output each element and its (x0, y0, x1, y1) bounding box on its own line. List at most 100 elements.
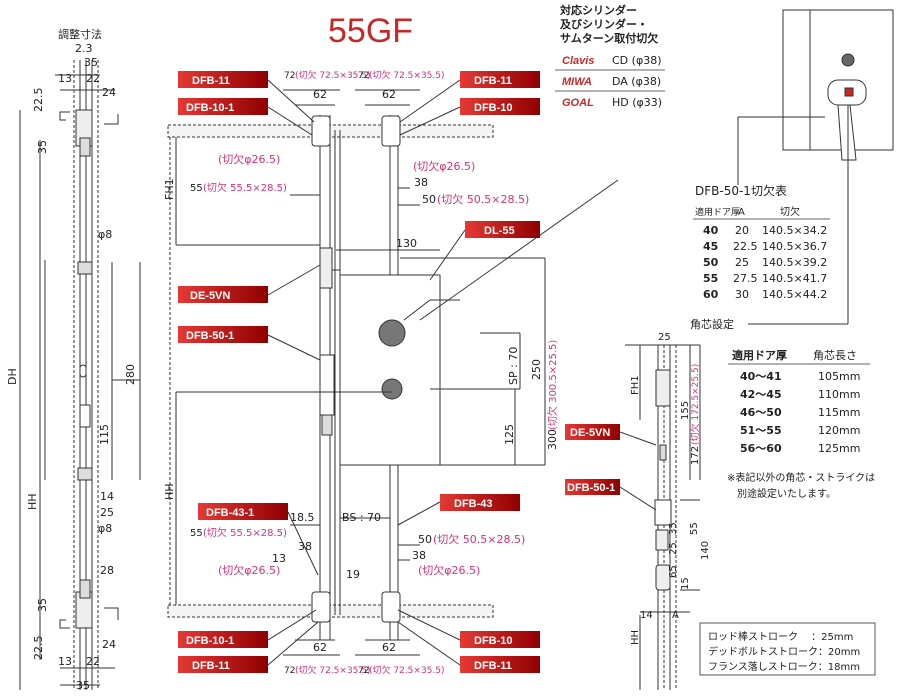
dim-50-top: 50 (422, 193, 436, 206)
dim-fh1-center: FH1 (163, 178, 176, 200)
cut-row-cut: 140.5×36.7 (762, 240, 827, 253)
dim-2-3: 2.3 (75, 42, 93, 55)
dim-hh-center: HH (163, 483, 176, 500)
dim-dh: DH (6, 368, 19, 385)
tag-dfb11-top-right: DFB-11 (460, 71, 540, 88)
dim-25-right-top: 25 (658, 332, 671, 343)
dim-22-bottom: 22 (86, 655, 100, 668)
dim-15-right: 15 (680, 577, 691, 590)
tag-dfb101-top-left: DFB-10-1 (178, 98, 268, 115)
adjust-dim-header: 調整寸法 (58, 27, 102, 41)
tag-label: DE-5VN (190, 290, 230, 302)
tag-dfb11-bottom-right: DFB-11 (460, 656, 540, 673)
tag-label: DFB-11 (192, 75, 230, 87)
spindle-row-length: 125mm (818, 442, 860, 455)
stroke-note-flush: フランス落しストローク：18mm (708, 661, 860, 673)
brand-miwa: MIWA (562, 76, 592, 88)
cut-row-a: 20 (735, 224, 749, 237)
tag-dfb10-top-right: DFB-10 (460, 98, 540, 115)
tag-dfb11-bottom-left: DFB-11 (178, 656, 268, 673)
spindle-length-table: 適用ドア厚 角芯長さ 40〜41 105mm 42〜45 110mm 46〜50… (727, 348, 875, 500)
spindle-row-length: 115mm (818, 406, 860, 419)
dim-72-bottom-left-cut: (切欠 72.5×35.5) (295, 664, 371, 676)
dim-72-top-left: 72 (284, 71, 295, 81)
dim-72-top-right-cut: (切欠 72.5×35.5) (369, 69, 445, 81)
dim-172-right: 172 (690, 446, 701, 465)
dim-115: 115 (98, 424, 111, 445)
spindle-note-1: ※表記以外の角芯・ストライクは (727, 471, 875, 484)
dim-24-bottom: 24 (102, 638, 116, 651)
cut-row-a: 25 (735, 256, 749, 269)
dim-155-right: 155 (680, 401, 691, 420)
dim-72-bottom-right: 72 (358, 666, 369, 676)
tag-label: DFB-50-1 (567, 482, 615, 494)
dim-55-top-cut: (切欠 55.5×28.5) (203, 181, 287, 194)
tag-dfb501: DFB-50-1 (178, 326, 268, 343)
dim-28-left: 28 (100, 564, 114, 577)
cut-row-cut: 140.5×34.2 (762, 224, 827, 237)
cylinder-heading-1: 対応シリンダー (559, 3, 637, 17)
dim-cut-26-5-top-left: (切欠φ26.5) (218, 152, 280, 166)
cut-row-door: 45 (703, 240, 718, 253)
dim-14-left: 14 (100, 490, 114, 503)
dim-22-5-bottom: 22.5 (32, 636, 45, 661)
dim-cut-26-5-bottom-right: (切欠φ26.5) (418, 563, 480, 577)
dim-phi8-top: φ8 (98, 228, 112, 241)
dim-a-right: A (672, 610, 679, 621)
left-side-view (19, 60, 141, 690)
dim-25-right-mid: 25 (668, 542, 679, 555)
spindle-setting-label: 角芯設定 (690, 317, 734, 331)
dim-13-top: 13 (58, 72, 72, 85)
cut-row-cut: 140.5×39.2 (762, 256, 827, 269)
dim-22-top: 22 (86, 72, 100, 85)
tag-dfb501-right: DFB-50-1 (565, 479, 620, 495)
dim-cut-26-5-top-right: (切欠φ26.5) (413, 159, 475, 173)
tag-dfb10-bottom-right: DFB-10 (460, 631, 540, 648)
center-dimension-labels: 72 (切欠 72.5×35.5) 72 (切欠 72.5×35.5) 62 6… (163, 69, 559, 676)
cut-table-header-cut: 切欠 (780, 205, 800, 218)
spindle-header-length: 角芯長さ (813, 348, 857, 362)
dim-300: 300 (546, 429, 559, 450)
cut-table-title: DFB-50-1切欠表 (695, 183, 787, 198)
dim-62-top-right: 62 (382, 88, 396, 101)
dim-72-bottom-right-cut: (切欠 72.5×35.5) (369, 664, 445, 676)
tag-label: DFB-11 (474, 660, 512, 672)
dim-280: 280 (124, 364, 137, 385)
cut-row-door: 40 (703, 224, 719, 237)
dim-125: 125 (503, 424, 516, 445)
spindle-row-door: 51〜55 (740, 424, 782, 437)
dim-55-top: 55 (190, 183, 203, 194)
stroke-note-rod: ロッド棒ストローク ：25mm (708, 630, 853, 643)
dim-35-bottom: 35 (76, 679, 90, 692)
right-dimension-labels: 25 FH1 155 172 (切欠 172.5×25.5) 35 25 55 … (630, 332, 711, 645)
dim-18-5: 18.5 (290, 511, 315, 524)
tag-dfb11-top-left: DFB-11 (178, 71, 268, 88)
brand-goal: GOAL (562, 97, 594, 109)
dim-300-cut: (切欠 300.5×25.5) (546, 340, 559, 430)
dim-50-top-cut: (切欠 50.5×28.5) (437, 192, 529, 206)
dim-38-bottom-right: 38 (412, 549, 426, 562)
dim-72-top-left-cut: (切欠 72.5×35.5) (295, 69, 371, 81)
tag-label: DFB-11 (474, 75, 512, 87)
center-front-view (167, 89, 546, 656)
dim-72-top-right: 72 (358, 71, 369, 81)
brand-clavis: Clavis (562, 55, 594, 67)
dim-14-right: 14 (640, 610, 653, 621)
dim-24-top: 24 (102, 86, 116, 99)
dim-35-upper: 35 (36, 140, 49, 154)
tag-label: DFB-10-1 (186, 635, 234, 647)
tag-dfb43: DFB-43 (440, 494, 520, 511)
dim-62-bottom-left: 62 (313, 641, 327, 654)
tag-dfb101-bottom-left: DFB-10-1 (178, 631, 268, 648)
spindle-row-length: 110mm (818, 388, 860, 401)
dim-130: 130 (396, 237, 417, 250)
dim-25-left: 25 (100, 506, 114, 519)
tag-dfb431: DFB-43-1 (198, 503, 288, 520)
cut-row-door: 60 (703, 288, 719, 301)
spindle-row-length: 105mm (818, 370, 860, 383)
right-side-view (619, 344, 876, 690)
spindle-note-2: 別途設定いたします。 (737, 487, 836, 500)
cut-row-door: 50 (703, 256, 719, 269)
cut-table-header-door: 適用ドア厚 (695, 206, 740, 218)
dim-13-bottom: 13 (272, 552, 286, 565)
